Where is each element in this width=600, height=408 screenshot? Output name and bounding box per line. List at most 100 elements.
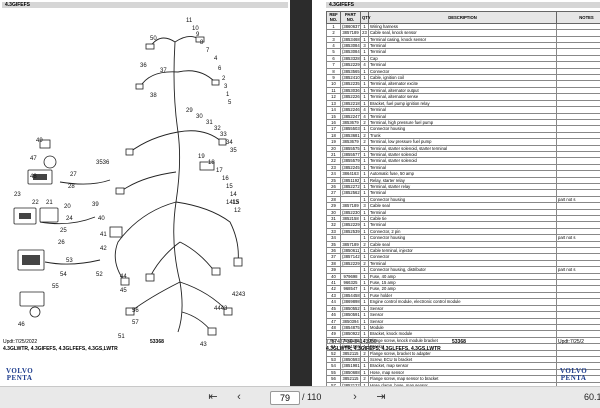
- col-header-ref: REF NO.: [327, 12, 341, 24]
- footer-page-number: 53368: [150, 339, 164, 345]
- cell-part-no: (3852229): [341, 260, 361, 266]
- svg-text:54: 54: [60, 272, 67, 278]
- col-header-description: DESCRIPTION: [369, 12, 557, 24]
- svg-text:23: 23: [14, 192, 21, 198]
- svg-text:36: 36: [140, 63, 147, 69]
- col-header-notes: NOTES: [557, 12, 600, 24]
- svg-text:26: 26: [58, 240, 65, 246]
- page-header-title: 4.3GIFEFS: [329, 2, 354, 8]
- cell-part-no: (3850688): [341, 369, 361, 375]
- svg-text:43: 43: [200, 342, 207, 348]
- svg-text:40: 40: [98, 216, 105, 222]
- footer-models: 4.3GLWTR, 4.3GIFEFS, 4.3GLFEFS, 4.3GS,LW…: [3, 346, 118, 352]
- next-page-icon[interactable]: ›: [348, 390, 362, 404]
- svg-text:56: 56: [132, 308, 139, 314]
- svg-text:15: 15: [226, 184, 233, 190]
- document-viewer[interactable]: 4.3GIFEFS: [0, 0, 600, 386]
- cell-part-no: (3853468): [341, 36, 361, 42]
- svg-text:24: 24: [66, 216, 73, 222]
- cell-part-no: (3850591): [341, 312, 361, 318]
- cell-part-no: (3852562): [341, 190, 361, 196]
- svg-text:21: 21: [46, 200, 53, 206]
- svg-text:53: 53: [66, 258, 73, 264]
- cell-part-no: (3860637): [341, 23, 361, 29]
- svg-text:52: 52: [96, 272, 103, 278]
- footer-page-number: 53368: [452, 339, 466, 345]
- cell-part-no: 3864163: [341, 171, 361, 177]
- svg-text:11: 11: [186, 18, 193, 24]
- cell-part-no: (3852229): [341, 62, 361, 68]
- cell-part-no: (3852247): [341, 113, 361, 119]
- cell-part-no: (3853565): [341, 68, 361, 74]
- cell-part-no: (3853036): [341, 87, 361, 93]
- svg-text:50: 50: [150, 36, 157, 42]
- logo-line2: PENTA: [560, 375, 587, 382]
- page-header-bar: 4.3GIFEFS: [326, 2, 600, 8]
- svg-text:57: 57: [132, 320, 139, 326]
- volvo-penta-logo: VOLVO PENTA: [560, 368, 587, 382]
- logo-line2: PENTA: [6, 375, 33, 382]
- page-number-input[interactable]: 79: [270, 391, 300, 405]
- first-page-icon[interactable]: ⇤: [206, 390, 220, 404]
- cell-part-no: (3853328): [341, 55, 361, 61]
- svg-text:1: 1: [226, 92, 230, 98]
- cell-part-no: (3869898): [341, 299, 361, 305]
- cell-part-no: (3852235): [341, 81, 361, 87]
- svg-text:3536: 3536: [96, 160, 110, 166]
- svg-text:16: 16: [222, 176, 229, 182]
- svg-text:39: 39: [92, 202, 99, 208]
- svg-text:49: 49: [36, 138, 43, 144]
- cell-part-no: 3853679: [341, 119, 361, 125]
- svg-text:33: 33: [220, 132, 227, 138]
- svg-text:44: 44: [120, 274, 127, 280]
- cell-part-no: (3850593): [341, 356, 361, 362]
- svg-text:6: 6: [218, 66, 222, 72]
- svg-text:28: 28: [68, 184, 75, 190]
- svg-text:3: 3: [224, 84, 228, 90]
- cell-part-no: (3850552): [341, 305, 361, 311]
- cell-part-no: (3852246): [341, 107, 361, 113]
- svg-text:46: 46: [18, 322, 25, 328]
- cell-part-no: (3857142): [341, 254, 361, 260]
- cell-part-no: 3857189: [341, 203, 361, 209]
- cell-part-no: (3852539): [341, 228, 361, 234]
- svg-text:47: 47: [30, 156, 37, 162]
- svg-text:55: 55: [52, 284, 59, 290]
- cell-part-no: (3853681): [341, 132, 361, 138]
- volvo-penta-logo: VOLVO PENTA: [6, 368, 33, 382]
- cell-part-no: 3857189: [341, 241, 361, 247]
- cell-part-no: (3855503): [341, 126, 361, 132]
- cell-part-no: (3851981): [341, 363, 361, 369]
- svg-text:48: 48: [30, 174, 37, 180]
- svg-text:38: 38: [150, 93, 157, 99]
- svg-text:45: 45: [120, 288, 127, 294]
- svg-text:31: 31: [206, 120, 213, 126]
- cell-part-no: (3851192): [341, 177, 361, 183]
- svg-text:34: 34: [226, 140, 233, 146]
- footer-date: Updt:7/25/2: [558, 339, 584, 345]
- last-page-icon[interactable]: ⇥: [374, 390, 388, 404]
- cell-part-no: (3853084): [341, 49, 361, 55]
- page-header-bar: 4.3GIFEFS: [2, 2, 288, 8]
- zoom-level[interactable]: 60.1: [584, 390, 600, 404]
- svg-text:18: 18: [208, 160, 215, 166]
- svg-text:42: 42: [100, 246, 107, 252]
- prev-page-icon[interactable]: ‹: [232, 390, 246, 404]
- svg-text:17: 17: [216, 168, 223, 174]
- cell-part-no: (3852229): [341, 222, 361, 228]
- svg-text:4243: 4243: [232, 292, 246, 298]
- cell-part-no: (3852410): [341, 75, 361, 81]
- cell-part-no: (3850611): [341, 248, 361, 254]
- col-header-part: PART NO.: [341, 12, 361, 24]
- cell-part-no: 3850394: [341, 318, 361, 324]
- cell-part-no: 3853679: [341, 139, 361, 145]
- parts-table: REF NO. PART NO. QTY DESCRIPTION NOTES 1…: [326, 11, 600, 386]
- page-header-title: 4.3GIFEFS: [5, 2, 30, 8]
- cell-part-no: 3852158: [341, 216, 361, 222]
- svg-text:12: 12: [234, 208, 241, 214]
- svg-text:20: 20: [64, 204, 71, 210]
- cell-part-no: (3852230): [341, 209, 361, 215]
- col-header-qty: QTY: [361, 12, 369, 24]
- svg-text:22: 22: [32, 200, 39, 206]
